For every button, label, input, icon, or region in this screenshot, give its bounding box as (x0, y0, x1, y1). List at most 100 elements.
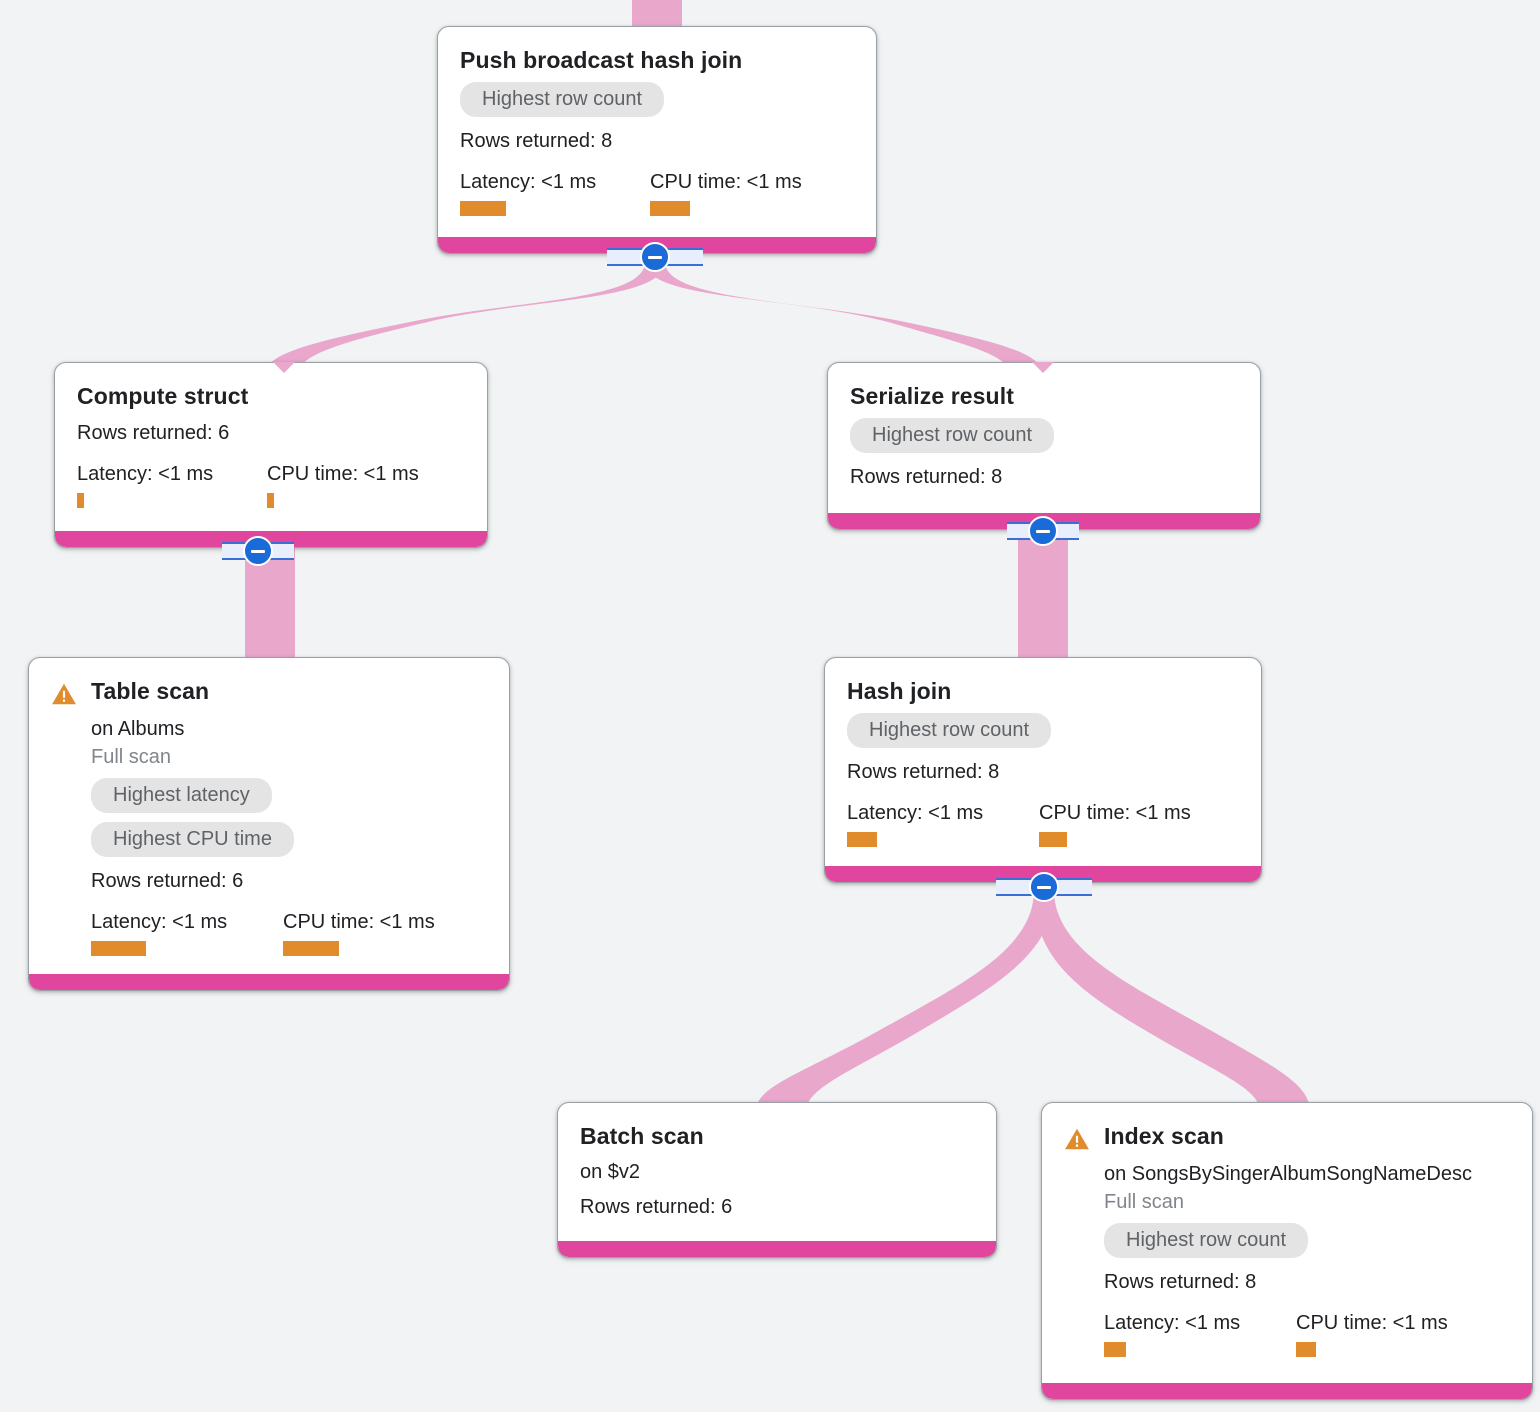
metric-cpu-time: CPU time: <1 ms (267, 462, 419, 509)
edge-hash-join-to-batch-scan (756, 890, 1054, 1108)
metric-cpu-time: CPU time: <1 ms (1039, 801, 1191, 848)
chip-highest-row-count: Highest row count (460, 82, 665, 118)
scan-target: on SongsBySingerAlbumSongNameDesc (1104, 1163, 1472, 1185)
scan-target: on $v2 (580, 1161, 641, 1184)
metric-latency: Latency: <1 ms (847, 801, 1039, 848)
metric-cpu-time: CPU time: <1 ms (650, 170, 802, 217)
chip-row: Highest row count (460, 73, 854, 118)
metric-latency-label: Latency: <1 ms (91, 911, 228, 933)
scan-target: on Albums (91, 718, 185, 740)
plan-node-batch-scan[interactable]: Batch scan on $v2 Rows returned: 6 (557, 1102, 997, 1258)
node-details: on Albums Full scan Highest latency High… (51, 717, 487, 956)
node-title: Serialize result (850, 383, 1014, 409)
chip-highest-row-count: Highest row count (1104, 1223, 1309, 1258)
collapse-toggle-push-broadcast-hash-join[interactable] (607, 242, 703, 272)
collapse-knob[interactable] (1028, 516, 1058, 546)
node-header: Index scan (1064, 1123, 1510, 1151)
node-title: Batch scan (580, 1123, 704, 1149)
metric-cpu-time-label: CPU time: <1 ms (650, 171, 802, 194)
edge-root-to-serialize-result (645, 262, 1040, 368)
chip-highest-latency: Highest latency (91, 778, 272, 813)
chip-row-cpu: Highest CPU time (91, 813, 487, 857)
node-title: Index scan (1104, 1123, 1224, 1149)
node-details: Rows returned: 6 Latency: <1 ms CPU time… (77, 421, 465, 509)
collapse-knob[interactable] (1029, 872, 1059, 902)
chip-row: Highest row count (1104, 1214, 1510, 1258)
node-body: Table scan on Albums Full scan Highest l… (29, 658, 509, 966)
collapse-knob[interactable] (640, 242, 670, 272)
node-accent-bar (1042, 1383, 1532, 1399)
node-title: Push broadcast hash join (460, 47, 743, 73)
metric-latency: Latency: <1 ms (460, 170, 650, 217)
node-body: Hash join Highest row count Rows returne… (825, 658, 1261, 857)
plan-node-table-scan[interactable]: Table scan on Albums Full scan Highest l… (28, 657, 510, 991)
inbound-arrow-serialize-result (1032, 362, 1054, 373)
plan-node-serialize-result[interactable]: Serialize result Highest row count Rows … (827, 362, 1261, 530)
metric-cpu-time-bar (267, 493, 274, 509)
metric-latency: Latency: <1 ms (91, 910, 283, 956)
node-body: Batch scan on $v2 Rows returned: 6 (558, 1103, 996, 1229)
chip-row-latency: Highest latency (91, 769, 487, 813)
inbound-arrow-compute-struct (273, 362, 295, 373)
node-body: Index scan on SongsBySingerAlbumSongName… (1042, 1103, 1532, 1367)
node-title: Table scan (91, 678, 210, 704)
metrics-row: Latency: <1 ms CPU time: <1 ms (460, 170, 854, 217)
metric-latency-bar (77, 493, 84, 509)
metric-cpu-time: CPU time: <1 ms (283, 910, 435, 956)
node-details: Highest row count Rows returned: 8 Laten… (847, 704, 1239, 848)
rows-returned: Rows returned: 6 (91, 870, 244, 892)
metric-cpu-time-label: CPU time: <1 ms (1296, 1312, 1448, 1334)
plan-node-compute-struct[interactable]: Compute struct Rows returned: 6 Latency:… (54, 362, 488, 548)
chip-highest-row-count: Highest row count (847, 713, 1052, 749)
node-details: on SongsBySingerAlbumSongNameDesc Full s… (1064, 1162, 1510, 1357)
chip-highest-row-count: Highest row count (850, 418, 1055, 454)
node-title: Compute struct (77, 383, 249, 409)
metric-latency-label: Latency: <1 ms (1104, 1312, 1241, 1334)
node-accent-bar (29, 974, 509, 990)
metric-cpu-time-bar (1296, 1342, 1316, 1357)
node-header: Compute struct (77, 383, 465, 409)
metric-latency-bar (1104, 1342, 1126, 1357)
metrics-row: Latency: <1 ms CPU time: <1 ms (847, 801, 1239, 848)
metric-latency-label: Latency: <1 ms (460, 171, 597, 194)
edge-root-to-compute-struct (268, 262, 665, 368)
metric-cpu-time-bar (1039, 832, 1067, 848)
plan-node-push-broadcast-hash-join[interactable]: Push broadcast hash join Highest row cou… (437, 26, 877, 254)
metric-cpu-time-label: CPU time: <1 ms (283, 911, 435, 933)
collapse-toggle-serialize-result[interactable] (1007, 516, 1079, 546)
node-header: Serialize result (850, 383, 1238, 409)
collapse-toggle-compute-struct[interactable] (222, 536, 294, 566)
plan-node-hash-join[interactable]: Hash join Highest row count Rows returne… (824, 657, 1262, 883)
metric-latency-bar (847, 832, 877, 848)
collapse-toggle-hash-join[interactable] (996, 872, 1092, 902)
node-header: Hash join (847, 678, 1239, 704)
metrics-row: Latency: <1 ms CPU time: <1 ms (77, 462, 465, 509)
metric-cpu-time: CPU time: <1 ms (1296, 1311, 1448, 1357)
metric-cpu-time-bar (283, 941, 339, 956)
metric-latency-label: Latency: <1 ms (77, 463, 214, 486)
plan-node-index-scan[interactable]: Index scan on SongsBySingerAlbumSongName… (1041, 1102, 1533, 1400)
node-body: Push broadcast hash join Highest row cou… (438, 27, 876, 226)
chip-row: Highest row count (847, 704, 1239, 749)
chip-row: Highest row count (850, 409, 1238, 454)
node-accent-bar (558, 1241, 996, 1257)
metric-latency-bar (91, 941, 146, 956)
warning-icon (51, 682, 77, 706)
collapse-knob[interactable] (243, 536, 273, 566)
metric-latency-label: Latency: <1 ms (847, 802, 984, 825)
metric-cpu-time-label: CPU time: <1 ms (1039, 802, 1191, 825)
chip-highest-cpu-time: Highest CPU time (91, 822, 294, 857)
warning-icon (1064, 1127, 1090, 1151)
metric-latency: Latency: <1 ms (77, 462, 267, 509)
node-title: Hash join (847, 678, 952, 704)
node-header: Table scan (51, 678, 487, 706)
node-details: Highest row count Rows returned: 8 (850, 409, 1238, 489)
metrics-row: Latency: <1 ms CPU time: <1 ms (91, 910, 487, 956)
node-header: Batch scan (580, 1123, 974, 1149)
node-details: on $v2 Rows returned: 6 (580, 1160, 974, 1219)
rows-returned: Rows returned: 8 (847, 761, 1000, 784)
node-body: Serialize result Highest row count Rows … (828, 363, 1260, 499)
rows-returned: Rows returned: 6 (77, 422, 230, 445)
metric-cpu-time-bar (650, 201, 690, 217)
